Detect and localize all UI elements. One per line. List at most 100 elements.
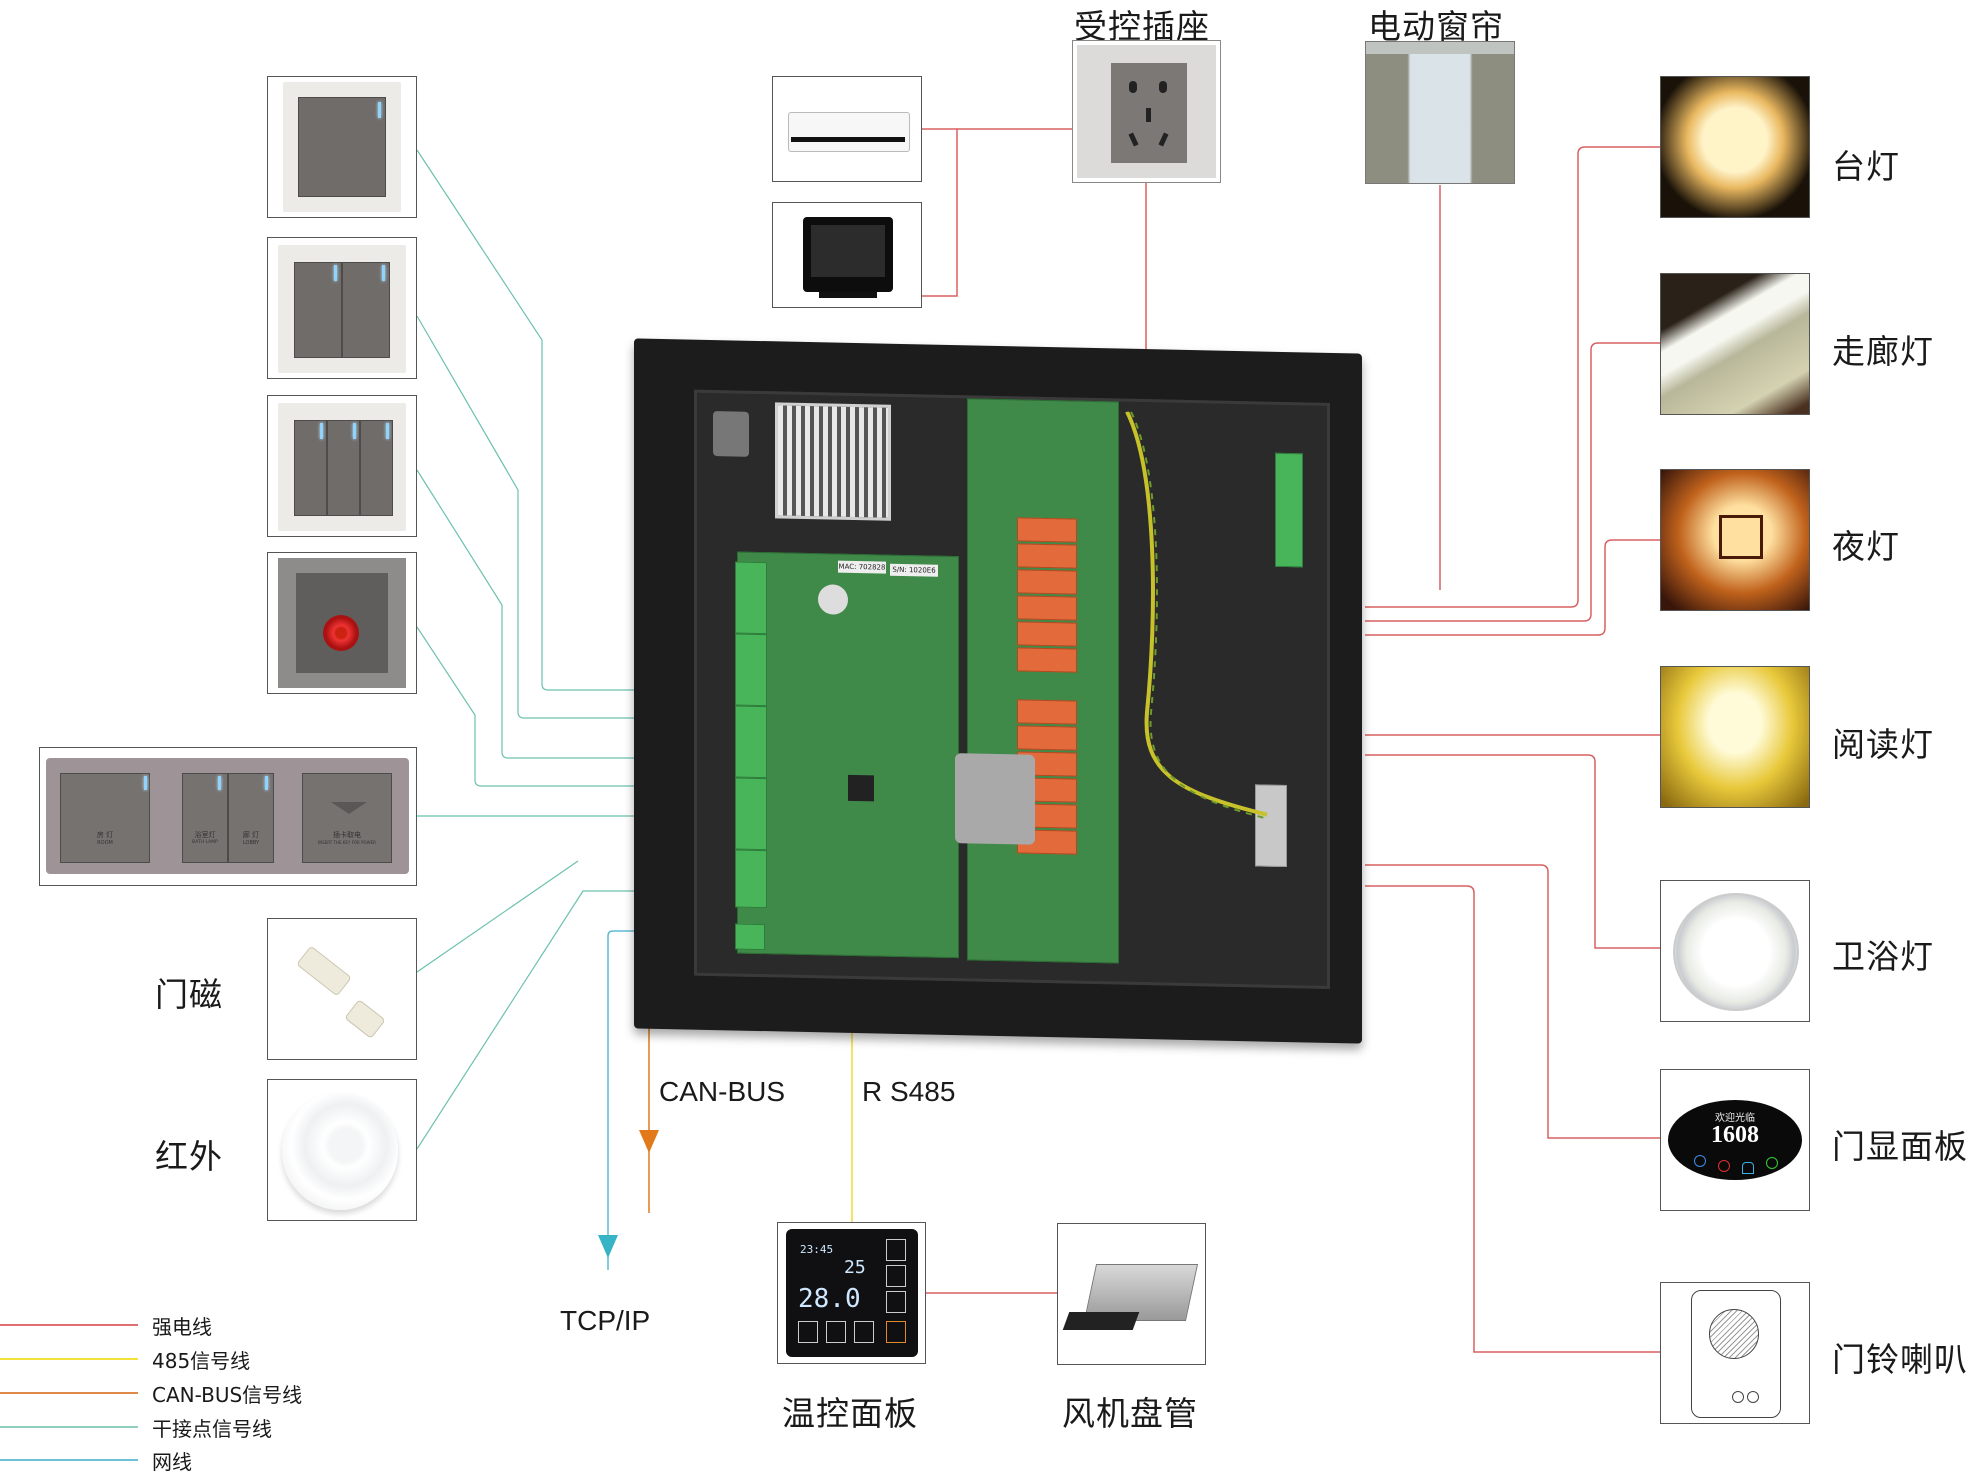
thermostat-room-temp: 28.0 xyxy=(798,1284,861,1314)
desk-lamp-image xyxy=(1660,76,1810,218)
emergency-button-image xyxy=(267,552,417,694)
dry-line-switch-2 xyxy=(416,315,742,719)
room-key: 房 灯 ROOM xyxy=(60,773,150,863)
dry-line-switch-3 xyxy=(416,469,742,759)
socket-label: 受控插座 xyxy=(1074,7,1210,46)
double-switch-image xyxy=(267,237,417,379)
mcu-chip xyxy=(848,774,874,802)
bathroom-lamp-label: 卫浴灯 xyxy=(1832,937,1934,976)
thermostat-set-temp: 25 xyxy=(844,1257,866,1278)
power-line-night-lamp xyxy=(1365,539,1660,636)
battery-icon xyxy=(818,584,848,615)
switch-rocker xyxy=(298,97,386,197)
mac-label: MAC: 702828 xyxy=(838,560,886,574)
canbus-arrow-icon xyxy=(639,1130,659,1153)
thermostat-label: 温控面板 xyxy=(782,1394,918,1433)
legend-label-canbus: CAN-BUS信号线 xyxy=(152,1383,303,1407)
bell-icon xyxy=(1742,1162,1754,1174)
bathroom-lamp-image xyxy=(1660,880,1810,1022)
power-line-ac-tv xyxy=(922,128,958,297)
no-disturb-icon xyxy=(1718,1160,1730,1172)
up-arrow-icon xyxy=(826,1321,846,1343)
room-controller-cabinet: MAC: 702828 S/N: 1020E6 xyxy=(634,338,1362,1044)
night-lamp-image xyxy=(1660,469,1810,611)
legend-label-dry-contact: 干接点信号线 xyxy=(152,1417,272,1441)
thermostat-panel-image: 23:45 25 28.0 xyxy=(777,1222,926,1364)
triple-switch-image xyxy=(267,395,417,537)
rs485-label: R S485 xyxy=(862,1076,956,1107)
thermostat-clock: 23:45 xyxy=(800,1243,834,1256)
led-panel-icon xyxy=(1673,893,1799,1011)
fan-icon xyxy=(798,1321,818,1343)
dry-line-door-magnet xyxy=(416,860,579,973)
legend-swatch-485 xyxy=(0,1358,138,1360)
door-magnet-label: 门磁 xyxy=(155,975,223,1014)
legend-label-power: 强电线 xyxy=(152,1315,212,1339)
clean-icon xyxy=(1766,1157,1778,1169)
desk-lamp-label: 台灯 xyxy=(1832,147,1900,186)
doorbell-label: 门铃喇叭 xyxy=(1832,1340,1968,1379)
corridor-lamp-image xyxy=(1660,273,1810,415)
curtain-label: 电动窗帘 xyxy=(1368,7,1504,46)
lobby-key: 廊 灯 LOBBY xyxy=(228,773,274,863)
down-arrow-icon xyxy=(854,1321,874,1343)
cabinet-interior: MAC: 702828 S/N: 1020E6 xyxy=(694,389,1330,989)
door-panel-label: 门显面板 xyxy=(1832,1127,1968,1166)
electric-curtain-image xyxy=(1365,41,1515,184)
earth-wire xyxy=(1125,411,1268,820)
legend-swatch-network xyxy=(0,1459,138,1461)
legend-label-network: 网线 xyxy=(152,1450,192,1474)
timer-icon xyxy=(886,1265,906,1287)
corridor-lamp-label: 走廊灯 xyxy=(1832,332,1934,371)
thermostat-screen: 23:45 25 28.0 xyxy=(786,1229,918,1357)
emergency-button-icon xyxy=(323,615,359,651)
door-panel-oval: 欢迎光临 1608 xyxy=(1668,1100,1802,1180)
mode-icon xyxy=(886,1291,906,1313)
key-card-panel-image: 房 灯 ROOM 浴室灯 BATH LAMP 廊 灯 LOBBY 插卡取电 IN… xyxy=(39,747,417,886)
card-slot: 插卡取电 INSERT THE KEY FOR POWER xyxy=(302,773,392,863)
television-image xyxy=(772,202,922,308)
dry-line-emergency xyxy=(416,626,742,787)
network-arrow-icon xyxy=(598,1235,618,1258)
infrared-sensor-image xyxy=(267,1079,417,1221)
door-magnet-image xyxy=(267,918,417,1060)
card-insert-arrow-icon xyxy=(331,802,367,814)
power-icon xyxy=(886,1321,906,1343)
main-pcb: MAC: 702828 S/N: 1020E6 xyxy=(737,551,959,959)
dry-line-switch-1 xyxy=(416,149,742,691)
unit-toggle-icon xyxy=(886,1239,906,1261)
infrared-label: 红外 xyxy=(155,1137,223,1176)
legend-swatch-canbus xyxy=(0,1392,138,1394)
night-lamp-label: 夜灯 xyxy=(1832,527,1900,566)
power-line-door-panel xyxy=(1365,864,1660,1139)
power-line-desk-lamp xyxy=(1365,146,1660,608)
reading-lamp-label: 阅读灯 xyxy=(1832,725,1934,764)
dnd-icon xyxy=(1694,1155,1706,1167)
controlled-socket-image xyxy=(1072,40,1221,183)
power-line-bath-lamp xyxy=(1365,754,1660,949)
door-panel-room-number: 1608 xyxy=(1711,1122,1759,1148)
bath-lamp-key: 浴室灯 BATH LAMP xyxy=(182,773,228,863)
power-line-corridor-lamp xyxy=(1365,342,1660,622)
fan-coil-image xyxy=(1057,1223,1206,1365)
pir-sensor-icon xyxy=(282,1092,398,1210)
tv-icon xyxy=(803,217,893,292)
sn-label: S/N: 1020E6 xyxy=(890,563,938,577)
fancoil-label: 风机盘管 xyxy=(1062,1394,1198,1433)
reading-lamp-image xyxy=(1660,666,1810,808)
single-switch-image xyxy=(267,76,417,218)
door-display-panel-image: 欢迎光临 1608 xyxy=(1660,1069,1810,1211)
magnet-sensor-icon xyxy=(296,945,352,997)
dry-contact-lines xyxy=(416,149,742,1150)
air-conditioner-image xyxy=(772,76,922,182)
door-panel-greeting: 欢迎光临 xyxy=(1715,1113,1755,1124)
power-line-doorbell xyxy=(1365,885,1660,1353)
power-supply-unit xyxy=(775,402,891,521)
canbus-label: CAN-BUS xyxy=(659,1076,786,1107)
legend-label-485: 485信号线 xyxy=(152,1349,251,1373)
doorbell-outline-icon xyxy=(1691,1290,1781,1418)
ac-unit-icon xyxy=(788,112,910,152)
network-line xyxy=(607,930,742,1270)
legend-swatch-power xyxy=(0,1324,138,1326)
relay-pcb xyxy=(967,398,1119,964)
